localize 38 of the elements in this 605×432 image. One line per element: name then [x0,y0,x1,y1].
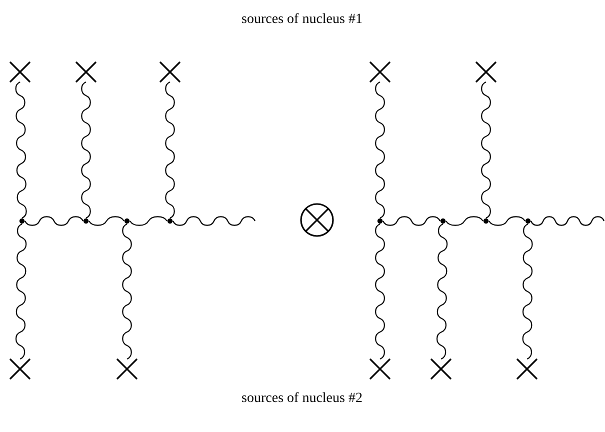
vertex-dot [377,218,383,224]
wavy-line [24,216,84,226]
wavy-line [530,216,604,226]
wavy-line [172,216,256,226]
vertex-dot [124,218,130,224]
source-cross [159,61,181,83]
wavy-line [436,224,448,360]
source-cross [516,358,538,380]
source-cross [369,358,391,380]
source-cross [9,61,31,83]
caption-text: sources of nucleus #1 [242,12,362,28]
source-cross [430,358,452,380]
wavy-line [122,224,132,360]
wavy-line [165,82,175,218]
wavy-line [375,224,385,360]
vertex-dot [19,218,25,224]
source-cross [75,61,97,83]
vertex-dot [525,218,531,224]
source-cross [116,358,138,380]
wavy-line [15,82,27,218]
wavy-line [81,82,91,218]
vertex-dot [167,218,173,224]
caption-text: sources of nucleus #2 [242,391,362,407]
wavy-line [375,82,385,218]
source-cross [9,358,31,380]
wavy-line [446,216,484,226]
wavy-line [488,216,526,226]
vertex-dot [440,218,446,224]
wavy-line [522,224,533,360]
vertex-dot [83,218,89,224]
wavy-line [88,216,124,226]
wavy-line [16,224,27,360]
source-cross [475,61,497,83]
source-cross [369,61,391,83]
wavy-line [481,82,491,218]
wavy-line [130,216,168,226]
wavy-line [382,216,440,226]
vertex-dot [483,218,489,224]
